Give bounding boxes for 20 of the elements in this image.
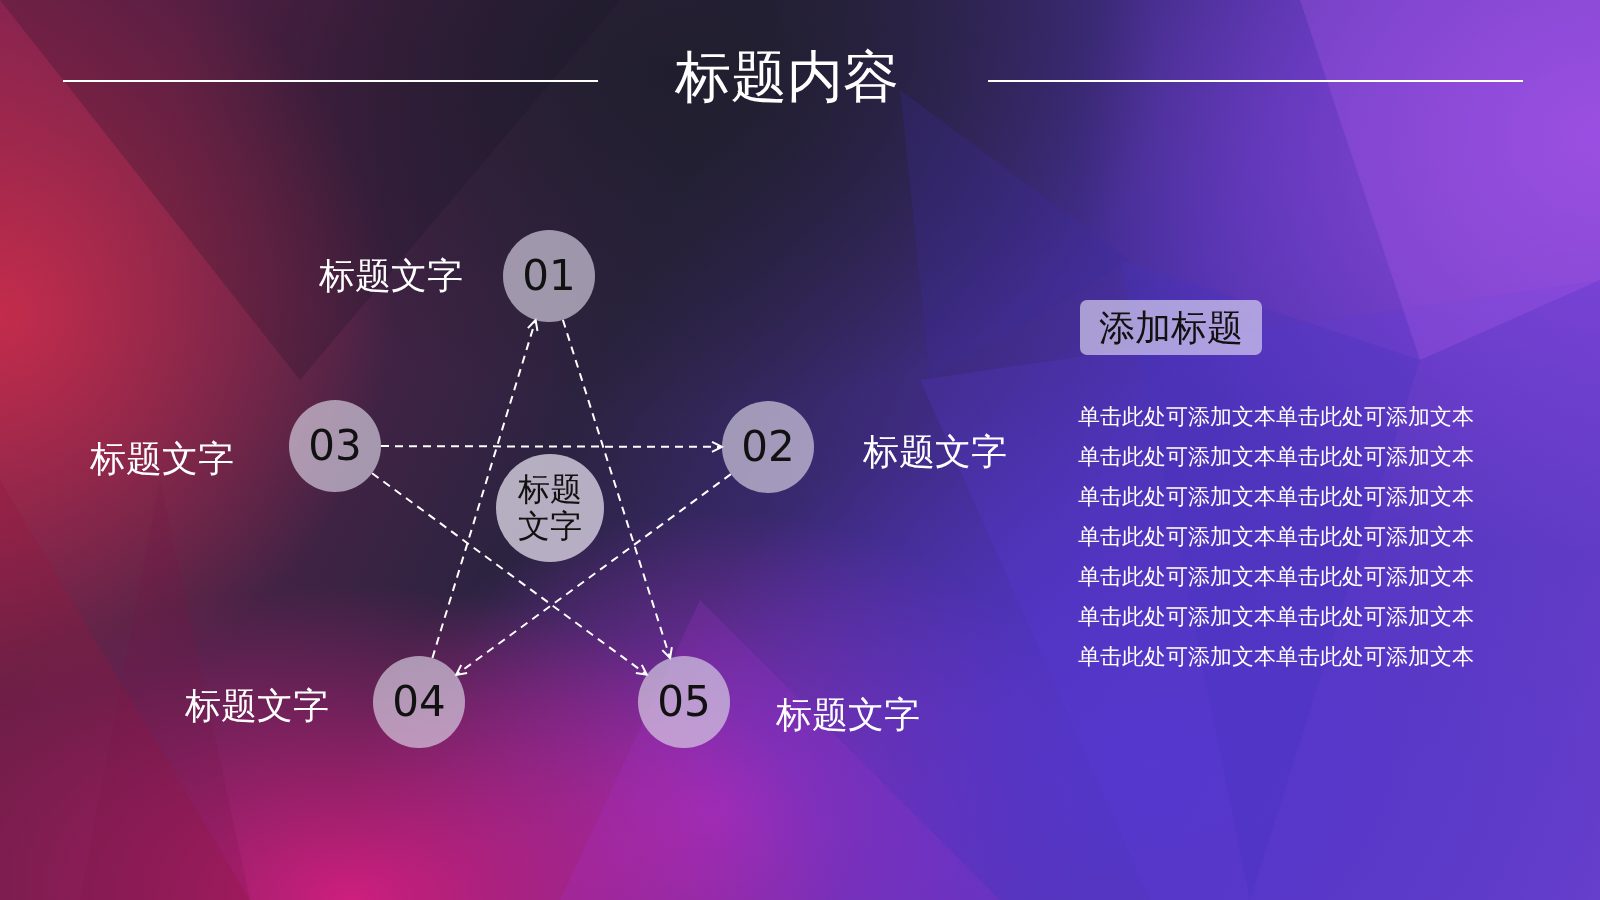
step-caption: 标题文字 (776, 693, 920, 737)
tag-text: 添加标题 (1099, 306, 1243, 349)
dashed-arrow (380, 440, 723, 453)
center-text: 标题文字 (517, 471, 583, 545)
step-caption: 标题文字 (185, 684, 329, 728)
dashed-arrow (455, 473, 732, 676)
step-caption: 标题文字 (90, 437, 234, 481)
step-caption: 标题文字 (319, 254, 463, 298)
step-caption: 标题文字 (863, 430, 1007, 474)
dashed-arrow (561, 318, 673, 660)
dashed-arrow (431, 319, 539, 659)
step-number: 02 (741, 422, 795, 472)
step-number: 05 (657, 677, 711, 727)
dashed-arrow (371, 472, 648, 676)
body-text: 单击此处可添加文本单击此处可添加文本单击此处可添加文本单击此处可添加文本单击此处可添加文本单击此处可添加文本单击此处可添加文本单击此处可添加文本单击此处可添加文本单击此处可添加文本单击此处可添加文本单击此处可添加文本单击此处可添加文本单击此处可添加文本 (1078, 403, 1475, 671)
step-number: 03 (308, 421, 362, 471)
step-number: 01 (522, 251, 576, 301)
step-number: 04 (392, 677, 446, 727)
heading-tag (1080, 300, 1262, 355)
slide-title: 标题内容 (675, 44, 899, 110)
